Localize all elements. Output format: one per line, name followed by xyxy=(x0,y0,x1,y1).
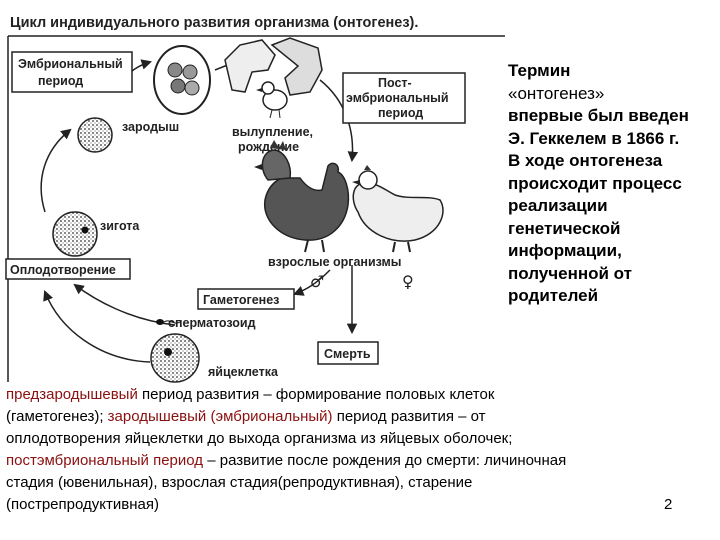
side-line-2: «онтогенез» xyxy=(508,83,720,106)
sperm-label: сперматозоид xyxy=(168,316,256,330)
zygote-label: зигота xyxy=(100,219,140,233)
male-symbol: ♂ xyxy=(310,272,324,291)
bottom-line-5: стадия (ювенильная), взрослая стадия(реп… xyxy=(6,474,473,491)
side-term: онтогенез xyxy=(517,83,595,103)
fertilization-box xyxy=(5,258,131,280)
gametogenesis-label: Гаметогенез xyxy=(203,293,279,307)
bottom-line-3: оплодотворения яйцеклетки до выхода орга… xyxy=(6,430,513,447)
arrow-to-gametogenesis xyxy=(293,269,331,296)
egg-cell-icon xyxy=(150,333,200,383)
hen-icon xyxy=(352,165,444,253)
adults-label: взрослые организмы xyxy=(268,255,401,269)
embryo-label: зародыш xyxy=(122,120,179,134)
side-line-6: происходит процесс xyxy=(508,173,682,193)
bottom-line-1-rest: период развития – формирование половых к… xyxy=(137,386,495,403)
rooster-icon xyxy=(254,140,350,253)
bottom-line-4: постэмбриональный период – развитие посл… xyxy=(6,450,718,472)
embryonic-period-line2: период xyxy=(38,74,83,88)
post-embryonic-line3: период xyxy=(378,106,423,120)
side-quote-open: « xyxy=(508,83,518,103)
gametogenesis-box xyxy=(197,288,295,310)
sperm-icon xyxy=(156,319,181,325)
side-line-7: реализации xyxy=(508,196,608,215)
bottom-line-2: (гаметогенез); зародышевый (эмбриональны… xyxy=(6,406,718,428)
side-line-9: информации, xyxy=(508,241,622,260)
hatching-eggshell-icon xyxy=(224,37,323,119)
arrow-egg-to-fertilization xyxy=(43,290,151,363)
bottom-line-4-rest: – развитие после рождения до смерти: лич… xyxy=(203,452,567,469)
page-number: 2 xyxy=(664,496,673,513)
post-embryonic-term: постэмбриональный период xyxy=(6,452,204,469)
egg-cleavage-icon xyxy=(153,45,211,115)
embryonic-period-line1: Эмбриональный xyxy=(18,57,123,71)
post-embryonic-line2: эмбриональный xyxy=(346,91,449,105)
bottom-line-1: предзародышевый период развития – формир… xyxy=(6,384,718,406)
embryo-icon xyxy=(77,117,113,153)
side-line-11: родителей xyxy=(508,286,599,305)
side-line-3: впервые был введен xyxy=(508,106,689,125)
periods-description: предзародышевый период развития – формир… xyxy=(6,384,718,516)
side-line-8: генетической xyxy=(508,218,621,238)
embryonic-period-box xyxy=(11,51,133,93)
fertilization-label: Оплодотворение xyxy=(10,263,116,277)
female-symbol: ♀ xyxy=(402,272,414,291)
side-line-1: Термин xyxy=(508,61,571,80)
side-line-10: полученной от xyxy=(508,263,632,283)
pre-embryonic-term: предзародышевый xyxy=(6,386,138,403)
egg-cell-label: яйцеклетка xyxy=(208,365,279,379)
embryonic-term: зародышевый (эмбриональный) xyxy=(107,408,333,425)
bottom-line-6: (пострепродуктивная) xyxy=(6,496,159,513)
post-embryonic-period-box xyxy=(342,72,466,124)
side-quote-close: » xyxy=(594,83,605,103)
side-line-5: В ходе онтогенеза xyxy=(508,151,663,170)
death-label: Смерть xyxy=(324,347,371,361)
bottom-line-2-rest: период развития – от xyxy=(332,408,486,425)
post-embryonic-line1: Пост- xyxy=(378,76,412,90)
side-line-4: Э. Геккелем в 1866 г. xyxy=(508,128,680,148)
death-box xyxy=(317,341,379,365)
arrow-zygote-to-embryo xyxy=(40,128,72,213)
zygote-icon xyxy=(52,211,98,257)
ontogenesis-definition: Термин «онтогенез» впервые был введен Э.… xyxy=(508,60,720,308)
diagram-title: Цикл индивидуального развития организма … xyxy=(10,15,418,31)
bottom-line-2-start: (гаметогенез); xyxy=(6,408,108,425)
hatching-label-line1: вылупление, xyxy=(232,125,313,139)
